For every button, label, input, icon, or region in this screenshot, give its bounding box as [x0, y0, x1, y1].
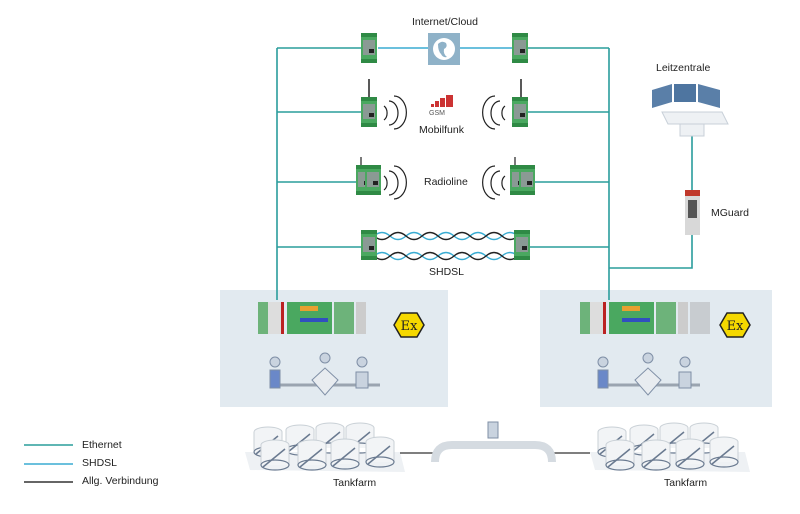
gsm-modem-left — [361, 97, 377, 127]
radioline-left — [356, 165, 381, 195]
plc-station-right — [580, 302, 710, 334]
legend-ethernet: Ethernet — [82, 439, 122, 451]
legend-general-connection: Allg. Verbindung — [82, 475, 159, 487]
plc-station-left — [258, 302, 366, 334]
label-internet-cloud: Internet/Cloud — [412, 16, 478, 28]
router-left-internet — [361, 33, 377, 63]
label-tankfarm-left: Tankfarm — [333, 477, 377, 489]
label-mobilfunk: Mobilfunk — [419, 124, 464, 136]
field-instruments-left — [269, 352, 380, 396]
label-tankfarm-right: Tankfarm — [664, 477, 708, 489]
control-center-icon — [652, 84, 729, 137]
svg-text:Ex: Ex — [727, 319, 744, 334]
label-leitzentrale: Leitzentrale — [656, 62, 711, 74]
router-right-internet — [512, 33, 528, 63]
svg-text:Ex: Ex — [401, 319, 418, 334]
label-radioline: Radioline — [424, 176, 468, 188]
label-shdsl: SHDSL — [429, 266, 465, 278]
svg-text:GSM: GSM — [429, 110, 445, 117]
gsm-modem-right — [512, 97, 528, 127]
shdsl-twisted-pair — [373, 231, 519, 261]
ex-hazard-icon: Ex — [719, 312, 751, 338]
ex-hazard-icon: Ex — [393, 312, 425, 338]
antenna-icon — [360, 157, 516, 165]
pipeline-flowmeter — [431, 421, 556, 463]
shdsl-extender-left — [361, 230, 377, 260]
radioline-right — [510, 165, 535, 195]
ethernet-lines — [276, 47, 693, 300]
legend-shdsl: SHDSL — [82, 457, 118, 469]
shdsl-extender-right — [514, 230, 530, 260]
tankfarm-right — [590, 422, 750, 472]
field-instruments-right — [597, 352, 700, 396]
mguard-device — [685, 190, 700, 235]
legend-swatches — [24, 444, 73, 483]
label-mguard: MGuard — [711, 207, 749, 219]
antenna-icon — [368, 79, 522, 97]
tankfarm-left — [245, 422, 405, 472]
gsm-logo: GSM — [429, 95, 453, 117]
radio-wave-icon — [383, 95, 506, 200]
